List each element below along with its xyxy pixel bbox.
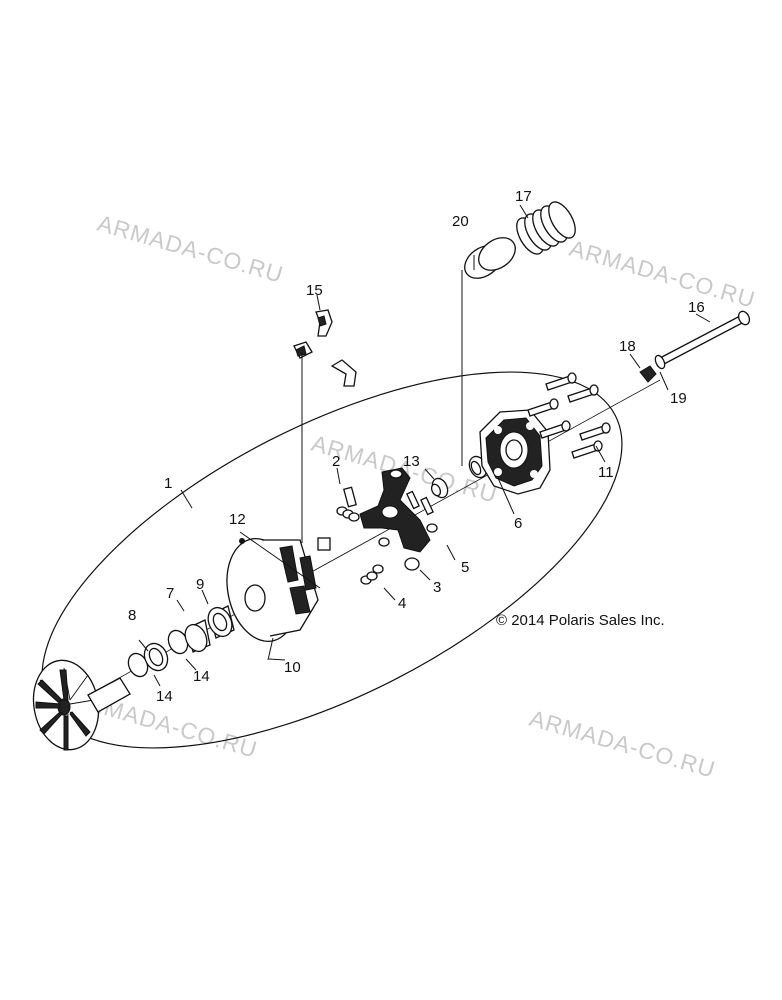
- watermark: ARMADA-CO.RU: [567, 235, 759, 313]
- part-16-bolt: [659, 310, 751, 365]
- callout-14-lower: 14: [156, 688, 173, 705]
- part-12-dot: [239, 538, 245, 544]
- part-19-washer: [654, 354, 666, 370]
- callout-20: 20: [452, 213, 469, 230]
- callout-10: 10: [284, 659, 301, 676]
- callout-15: 15: [306, 282, 323, 299]
- part-spider: [359, 467, 438, 571]
- part-15-weights: [293, 309, 357, 387]
- callout-13: 13: [403, 453, 420, 470]
- watermark: ARMADA-CO.RU: [527, 705, 719, 783]
- copyright-text: © 2014 Polaris Sales Inc.: [496, 612, 665, 629]
- part-18-nut: [639, 365, 657, 383]
- callout-6: 6: [514, 515, 522, 532]
- part-cover-plate: [479, 409, 551, 495]
- callout-4: 4: [398, 595, 406, 612]
- callout-1: 1: [164, 475, 172, 492]
- part-13-ring: [430, 477, 449, 499]
- part-sheave-fan: [32, 659, 131, 751]
- callout-9: 9: [196, 576, 204, 593]
- callout-19: 19: [670, 390, 687, 407]
- callout-11: 11: [598, 464, 614, 481]
- part-9-bearing: [207, 605, 235, 639]
- part-2-pins: [317, 486, 360, 551]
- part-20-rings: [464, 237, 516, 279]
- leader-lines: [138, 204, 711, 687]
- callout-16: 16: [688, 299, 705, 316]
- callout-14-upper: 14: [193, 668, 210, 685]
- callout-17: 17: [515, 188, 532, 205]
- part-spider-pins: [406, 490, 434, 516]
- part-moveable-sheave: [226, 531, 321, 661]
- watermark: ARMADA-CO.RU: [95, 210, 287, 288]
- assembly-axis: [69, 379, 661, 706]
- callout-8: 8: [128, 607, 136, 624]
- part-11-bolts: [527, 372, 611, 459]
- part-7-bushing: [184, 619, 211, 653]
- callout-2: 2: [332, 453, 340, 470]
- callout-numbers: 1 2 3 4 5 6 7 8 9 10 11 12 13 14 14 15 1…: [128, 188, 705, 705]
- part-17-spring: [516, 201, 576, 255]
- part-8-collar: [143, 642, 169, 672]
- callout-3: 3: [433, 579, 441, 596]
- callout-12: 12: [229, 511, 246, 528]
- callout-18: 18: [619, 338, 636, 355]
- callout-7: 7: [166, 585, 174, 602]
- part-4-rollers: [360, 564, 384, 585]
- callout-5: 5: [461, 559, 469, 576]
